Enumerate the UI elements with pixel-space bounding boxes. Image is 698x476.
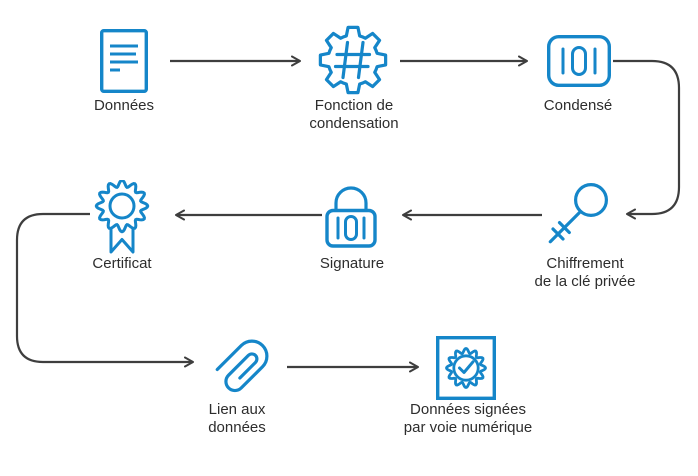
label-condense: Condensé: [543, 97, 613, 114]
label-fonction-condensation: Fonction de condensation: [309, 97, 399, 133]
key-icon: [541, 174, 617, 250]
label-donnees: Données: [93, 97, 155, 114]
sealed-document-icon: [436, 336, 496, 400]
document-icon: [100, 29, 148, 93]
rosette-ribbon-icon: [92, 180, 152, 260]
gear-hash-icon: [318, 25, 388, 95]
label-certificat: Certificat: [92, 255, 152, 272]
paperclip-icon: [204, 332, 280, 400]
label-donnees-signees: Données signées par voie numérique: [403, 401, 533, 437]
label-signature: Signature: [319, 255, 385, 272]
binary-digest-icon: [547, 35, 611, 87]
arrow-condense-to-chiffrement: [613, 59, 681, 220]
label-lien-donnees: Lien aux données: [208, 401, 266, 437]
label-chiffrement: Chiffrement de la clé privée: [534, 255, 636, 291]
lock-binary-icon: [325, 180, 377, 248]
